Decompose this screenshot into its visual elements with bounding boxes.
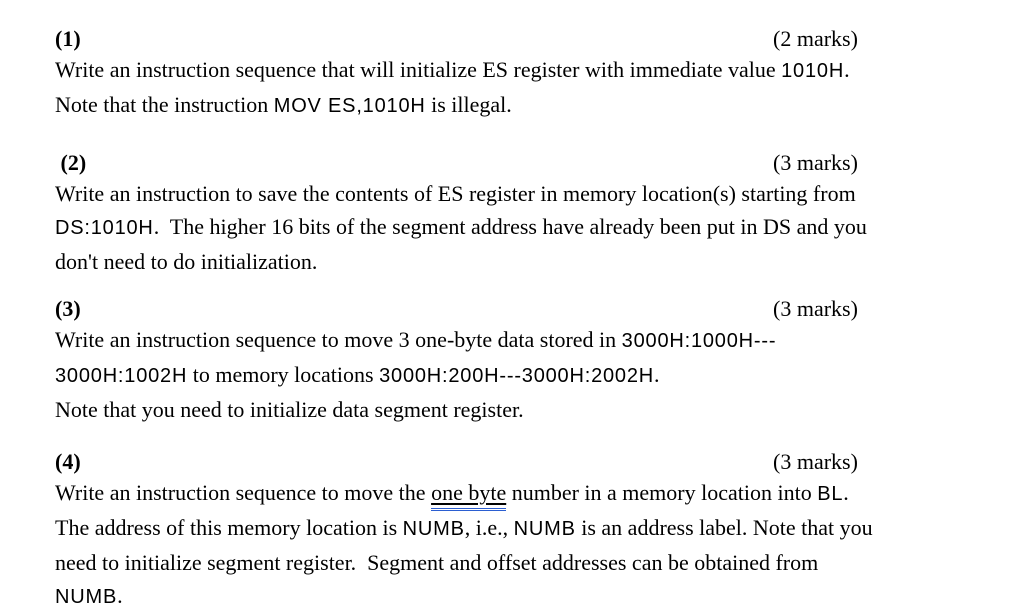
question-block: (1) (2 marks) Write an instruction sequenc… xyxy=(55,25,1009,123)
text-segment: need to initialize segment register. Seg… xyxy=(55,550,819,575)
question-number: (4) xyxy=(55,449,81,474)
question-text-line: DS:1010H. The higher 16 bits of the segm… xyxy=(55,210,1009,245)
question-text-line: Write an instruction sequence to move 3 … xyxy=(55,323,1009,358)
question-text-line: Note that you need to initialize data se… xyxy=(55,393,1009,426)
document-page: (1) (2 marks) Write an instruction sequenc… xyxy=(0,0,1009,598)
text-segment: . xyxy=(117,583,123,608)
code-token: DS:1010H xyxy=(55,217,154,239)
question-text-line: The address of this memory location is N… xyxy=(55,511,1009,546)
text-segment: The address of this memory location is xyxy=(55,515,403,540)
question-header: (2) (3 marks) xyxy=(55,149,1009,177)
text-segment: , i.e., xyxy=(464,515,514,540)
text-segment: Note that the instruction xyxy=(55,92,274,117)
question-text-line: Write an instruction to save the content… xyxy=(55,177,1009,210)
question-number: (1) xyxy=(55,26,81,51)
question-text-line: Write an instruction sequence that will … xyxy=(55,53,1009,88)
text-segment: Write an instruction sequence to move 3 … xyxy=(55,327,622,352)
question-number: (2) xyxy=(55,150,87,175)
questions-list: (1) (2 marks) Write an instruction sequenc… xyxy=(55,25,1009,614)
question-text-line: 3000H:1002H to memory locations 3000H:20… xyxy=(55,358,1009,393)
text-segment: Write an instruction sequence to move th… xyxy=(55,480,432,505)
text-segment: to memory locations xyxy=(187,362,380,387)
code-token: 3000H:1000H--- xyxy=(621,330,777,352)
question-block: (4) (3 marks) Write an instruction sequenc… xyxy=(55,448,1009,614)
text-segment: . xyxy=(844,57,850,82)
underlined-phrase: one byte xyxy=(431,480,507,505)
code-token: BL xyxy=(817,483,844,505)
question-text-line: don't need to do initialization. xyxy=(55,245,1009,278)
code-token: MOV ES,1010H xyxy=(273,95,426,117)
text-segment: . xyxy=(654,362,660,387)
question-text-line: Note that the instruction MOV ES,1010H i… xyxy=(55,88,1009,123)
text-segment: is illegal. xyxy=(425,92,512,117)
text-segment: Write an instruction sequence that will … xyxy=(55,57,782,82)
question-header: (4) (3 marks) xyxy=(55,448,1009,476)
question-header: (3) (3 marks) xyxy=(55,295,1009,323)
code-token: 1010H xyxy=(781,60,845,82)
text-segment: number in a memory location into xyxy=(506,480,818,505)
code-token: 3000H:200H---3000H:2002H xyxy=(379,365,655,387)
question-marks-label: (3 marks) xyxy=(773,296,858,321)
question-block: (3) (3 marks) Write an instruction sequenc… xyxy=(55,295,1009,426)
text-segment: is an address label. Note that you xyxy=(575,515,873,540)
code-token: 3000H:1002H xyxy=(55,365,188,387)
text-segment: Write an instruction to save the content… xyxy=(55,181,856,206)
text-segment: Note that you need to initialize data se… xyxy=(55,397,524,422)
question-block: (2) (3 marks) Write an instruction to save… xyxy=(55,149,1009,278)
question-number: (3) xyxy=(55,296,81,321)
question-text-line: Write an instruction sequence to move th… xyxy=(55,476,1009,511)
text-segment: . The higher 16 bits of the segment addr… xyxy=(153,214,867,239)
text-segment: don't need to do initialization. xyxy=(55,249,318,274)
question-text-line: need to initialize segment register. Seg… xyxy=(55,546,1009,579)
code-token: NUMB xyxy=(55,586,118,608)
code-token: NUMB xyxy=(513,518,576,540)
question-marks-label: (3 marks) xyxy=(773,449,858,474)
question-text-line: NUMB. xyxy=(55,579,1009,614)
text-segment: . xyxy=(843,480,849,505)
question-header: (1) (2 marks) xyxy=(55,25,1009,53)
code-token: NUMB xyxy=(402,518,465,540)
question-marks-label: (3 marks) xyxy=(773,150,858,175)
question-marks-label: (2 marks) xyxy=(773,26,858,51)
